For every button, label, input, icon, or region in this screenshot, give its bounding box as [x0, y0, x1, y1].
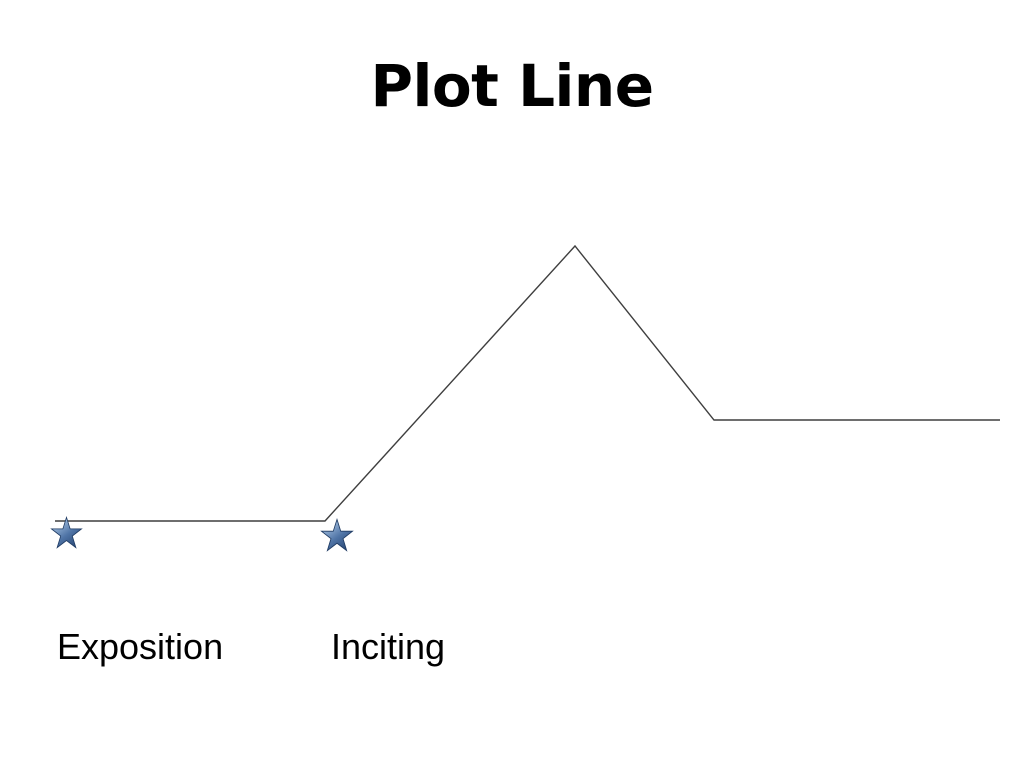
plot-arc-line	[55, 244, 1000, 522]
page-title: Plot Line	[370, 52, 654, 120]
inciting-incident-label-line-1: Inciting	[331, 626, 446, 667]
inciting-incident-label: Inciting Incident	[331, 507, 457, 768]
exposition-star-icon	[50, 515, 83, 549]
exposition-label-line-1: Exposition	[57, 626, 224, 667]
inciting-incident-star-icon	[320, 517, 354, 552]
exposition-label: Exposition	[57, 507, 223, 768]
